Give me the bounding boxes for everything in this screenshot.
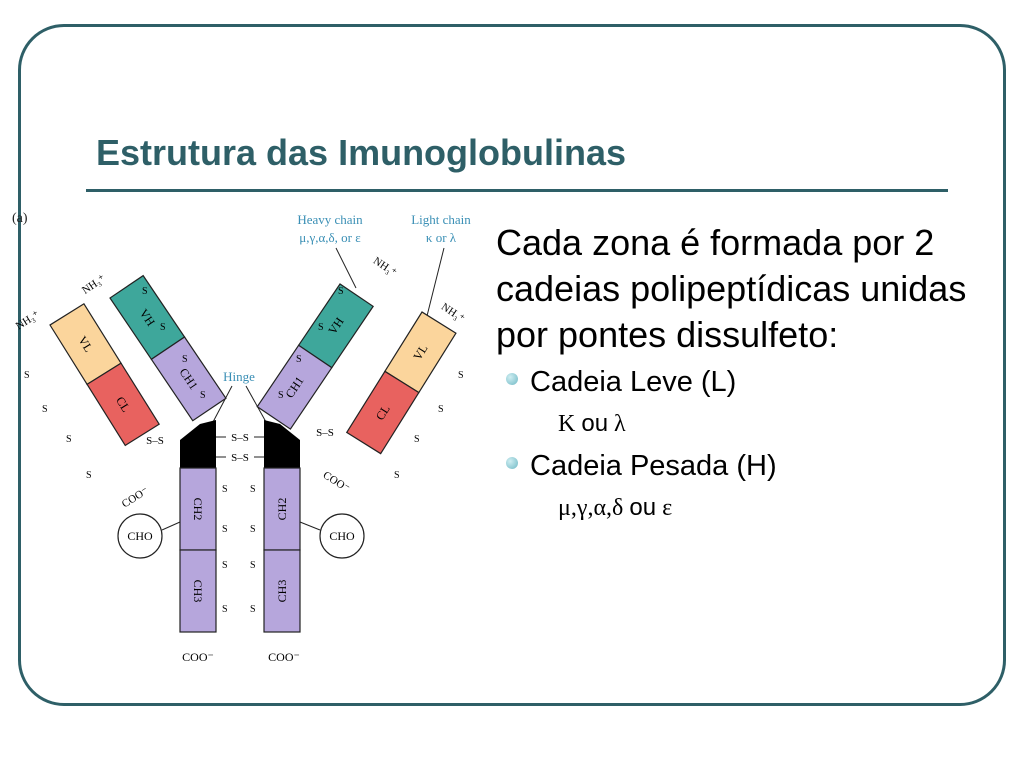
right-ch2-s-1: S	[250, 484, 256, 495]
left-ch1-s-2: S	[200, 390, 206, 401]
left-lh-disulfide: S–S	[146, 435, 164, 447]
light-chain-connector: ou	[581, 410, 609, 437]
hinge-pointer-left	[212, 385, 233, 423]
heavy-chain-symbols: μ,γ,α,δ	[558, 495, 624, 521]
left-cl-label: CL	[113, 394, 133, 414]
left-ch1-s-1: S	[182, 354, 188, 365]
right-cho-link	[299, 521, 321, 531]
main-text: Cada zona é formada por 2 cadeias polipe…	[496, 222, 967, 355]
heavy-chain-connector: ou	[629, 494, 657, 521]
bullet-dot-icon	[506, 457, 518, 469]
left-ch2-s-1: S	[222, 484, 228, 495]
left-vh-s-1: S	[142, 286, 148, 297]
heavy-chain-label: Heavy chain	[297, 212, 363, 227]
right-ch1-s-1: S	[296, 354, 302, 365]
title-rule	[86, 189, 948, 192]
heavy-chain-types: μ,γ,α,δ, or ε	[299, 230, 361, 245]
bullet-heavy-chain-label: Cadeia Pesada (H)	[530, 450, 777, 482]
heavy-chain-pointer	[335, 247, 357, 289]
left-vl-s-2: S	[42, 404, 48, 415]
right-cl-label: CL	[373, 402, 393, 422]
light-chain-label: Light chain	[411, 212, 471, 227]
right-heavy-nh3: NH₃⁺	[371, 255, 399, 279]
left-ch1-domain	[150, 336, 227, 422]
light-chain-types: κ or λ	[426, 230, 457, 245]
left-light-coo: COO⁻	[120, 485, 151, 511]
left-vh-s-2: S	[160, 322, 166, 333]
right-heavy-coo: COO⁻	[268, 650, 300, 664]
right-ch2-s-2: S	[250, 524, 256, 535]
light-chain-types-line: Κ ou λ	[558, 402, 996, 446]
left-vl-s-1: S	[24, 370, 30, 381]
slide-title: Estrutura das Imunoglobulinas	[96, 132, 627, 173]
panel-label: (a)	[12, 211, 28, 226]
right-ch3-label: CH3	[275, 580, 289, 603]
bullet-light-chain: Cadeia Leve (L)	[506, 362, 996, 402]
left-cho-circle	[117, 513, 163, 559]
light-chain-symbol-lambda: λ	[614, 411, 626, 437]
left-cl-domain	[86, 362, 160, 447]
left-ch3-s-1: S	[222, 560, 228, 571]
hinge-pointer-right	[245, 385, 267, 423]
left-cl-s-1: S	[66, 434, 72, 445]
left-cho-link	[161, 521, 181, 531]
slide-frame	[18, 24, 1006, 706]
left-heavy-nh3: NH₃⁺	[80, 272, 108, 296]
left-ch3-domain	[179, 549, 217, 633]
right-light-coo: COO⁻	[321, 469, 352, 495]
right-vl-s-1: S	[458, 370, 464, 381]
right-cl-s-2: S	[394, 470, 400, 481]
left-ch2-label: CH2	[191, 498, 205, 521]
left-light-nh3: NH₃⁺	[14, 309, 42, 333]
right-cl-s-1: S	[414, 434, 420, 445]
right-ch1-s-2: S	[278, 390, 284, 401]
right-cho-label: CHO	[329, 529, 355, 543]
light-chain-symbol-kappa: Κ	[558, 411, 576, 437]
right-ch3-s-2: S	[250, 604, 256, 615]
right-vl-s-2: S	[438, 404, 444, 415]
left-ch2-s-2: S	[222, 524, 228, 535]
right-ch2-label: CH2	[275, 498, 289, 521]
left-cl-s-2: S	[86, 470, 92, 481]
hinge-label: Hinge	[223, 369, 255, 384]
right-cl-domain	[345, 370, 420, 455]
right-cho-circle	[319, 513, 365, 559]
right-ch3-s-1: S	[250, 560, 256, 571]
bullet-dot-icon	[506, 373, 518, 385]
antibody-diagram: (a) Heavy chain μ,γ,α,δ, or ε Light chai…	[12, 211, 471, 664]
hinge-disulfide-1: S–S	[231, 432, 249, 444]
bullet-heavy-chain: Cadeia Pesada (H)	[506, 446, 996, 486]
left-ch2-domain	[179, 467, 217, 551]
right-lh-disulfide: S–S	[316, 427, 334, 439]
right-light-nh3: NH₃⁺	[439, 301, 467, 325]
heavy-chain-types-line: μ,γ,α,δ ou ε	[558, 486, 996, 530]
left-cho-label: CHO	[127, 529, 153, 543]
text-block: Cada zona é formada por 2 cadeias polipe…	[496, 220, 996, 530]
hinge-disulfide-2: S–S	[231, 452, 249, 464]
right-ch3-domain	[263, 549, 301, 633]
left-heavy-coo: COO⁻	[182, 650, 214, 664]
left-ch3-s-2: S	[222, 604, 228, 615]
right-vh-s-1: S	[338, 286, 344, 297]
bullet-light-chain-label: Cadeia Leve (L)	[530, 366, 737, 398]
heavy-chain-symbol-epsilon: ε	[662, 495, 673, 521]
right-hinge	[264, 420, 300, 468]
left-ch3-label: CH3	[191, 580, 205, 603]
right-ch2-domain	[263, 467, 301, 551]
right-ch1-domain	[256, 344, 333, 430]
right-vh-s-2: S	[318, 322, 324, 333]
left-hinge	[180, 420, 216, 468]
